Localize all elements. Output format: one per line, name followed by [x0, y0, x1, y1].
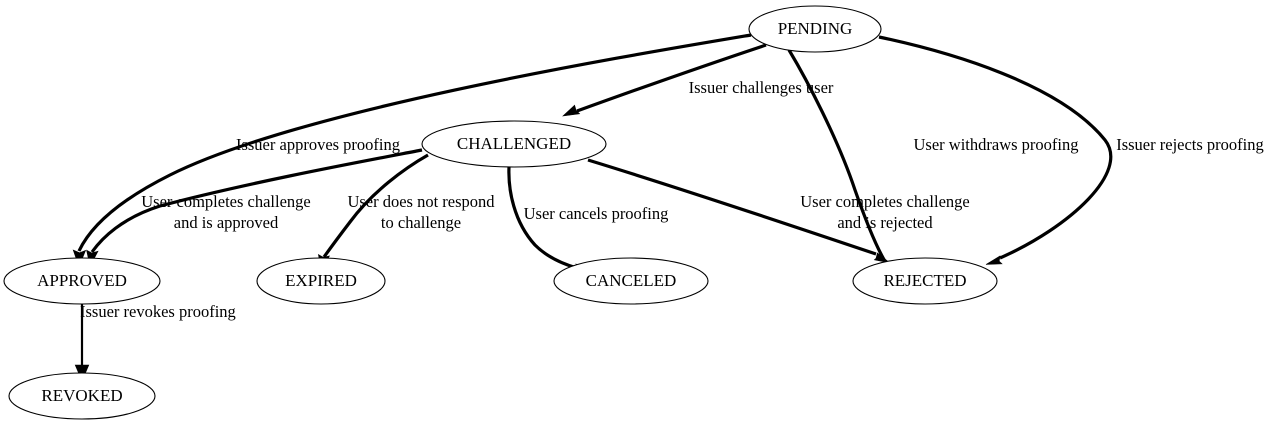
node-pending-shape — [748, 5, 882, 53]
edge-pending-approved-path — [77, 33, 752, 252]
edge-pending-rejected-arrowhead — [985, 255, 1003, 265]
edge-label-issuer-approves-proofing: Issuer approves proofing — [236, 135, 400, 154]
edge-challenged-approved[interactable]: User completes challenge and is approved — [86, 148, 423, 268]
edge-label-issuer-rejects-proofing: Issuer rejects proofing — [1116, 135, 1264, 154]
node-approved-shape — [3, 257, 161, 305]
node-rejected[interactable]: REJECTED — [852, 257, 998, 305]
node-expired[interactable]: EXPIRED — [256, 257, 386, 305]
node-revoked[interactable]: REVOKED — [8, 372, 156, 420]
edge-challenged-canceled-path — [507, 166, 578, 270]
edge-label-user-completes-challenge-approved-line2: and is approved — [174, 213, 279, 232]
node-pending[interactable]: PENDING — [748, 5, 882, 53]
node-canceled-shape — [553, 257, 709, 305]
edge-challenged-expired-path — [322, 153, 429, 258]
node-approved[interactable]: APPROVED — [3, 257, 161, 305]
edge-approved-revoked[interactable]: Issuer revokes proofing — [74, 302, 236, 382]
edge-challenged-expired[interactable]: User does not respond to challenge — [317, 153, 495, 272]
edge-pending-canceled-path — [787, 49, 888, 264]
edge-challenged-rejected[interactable]: User completes challenge and is rejected — [587, 158, 970, 264]
edge-challenged-canceled[interactable]: User cancels proofing — [507, 166, 669, 274]
edge-pending-challenged[interactable]: Issuer challenges user — [562, 43, 834, 117]
edge-pending-rejected[interactable]: Issuer rejects proofing — [878, 35, 1264, 265]
node-canceled[interactable]: CANCELED — [553, 257, 709, 305]
node-challenged-shape — [421, 120, 607, 168]
node-challenged[interactable]: CHALLENGED — [421, 120, 607, 168]
edge-label-user-does-not-respond-line1: User does not respond — [347, 192, 495, 211]
edge-label-user-does-not-respond-line2: to challenge — [381, 213, 461, 232]
edge-label-user-cancels-proofing: User cancels proofing — [524, 204, 669, 223]
edge-label-issuer-challenges-user: Issuer challenges user — [689, 78, 834, 97]
edge-label-user-completes-challenge-approved-line1: User completes challenge — [141, 192, 311, 211]
edge-label-user-withdraws-proofing: User withdraws proofing — [914, 135, 1079, 154]
edge-label-issuer-revokes-proofing: Issuer revokes proofing — [80, 302, 236, 321]
node-rejected-shape — [852, 257, 998, 305]
edge-challenged-rejected-path — [587, 158, 877, 256]
edge-label-user-completes-challenge-rejected-line1: User completes challenge — [800, 192, 970, 211]
edge-pending-challenged-arrowhead — [562, 104, 581, 117]
edge-pending-rejected-path — [878, 35, 1113, 260]
edge-challenged-approved-path — [90, 148, 423, 253]
edge-label-user-completes-challenge-rejected-line2: and is rejected — [837, 213, 933, 232]
edge-pending-challenged-path — [576, 43, 767, 113]
node-expired-shape — [256, 257, 386, 305]
node-revoked-shape — [8, 372, 156, 420]
